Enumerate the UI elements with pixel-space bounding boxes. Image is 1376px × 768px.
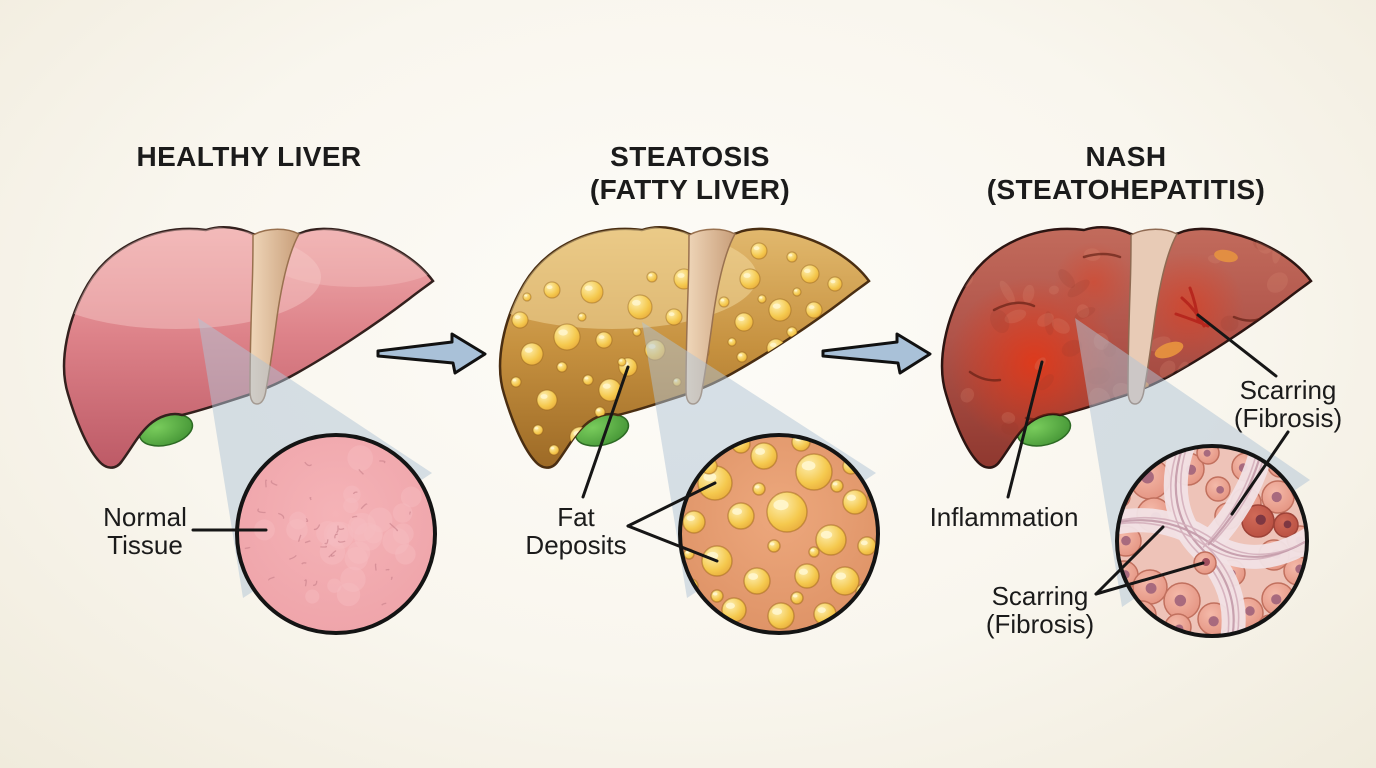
fibrosis-inset bbox=[1115, 444, 1309, 638]
title-line: HEALTHY LIVER bbox=[136, 141, 362, 172]
fibrosis-scar-mark bbox=[1174, 286, 1210, 328]
annotation-line: (Fibrosis) bbox=[985, 609, 1095, 639]
fat-deposits-inset bbox=[678, 433, 880, 635]
annotation-line: Normal bbox=[103, 502, 187, 532]
annotation-inflammation: Inflammation bbox=[930, 503, 1079, 531]
pointer-scarring-liver bbox=[1196, 313, 1278, 378]
subtitle-line: (STEATOHEPATITIS) bbox=[986, 174, 1266, 205]
pointer-fat-inset-upper bbox=[626, 481, 717, 528]
annotation-normal-tissue: Normal Tissue bbox=[103, 503, 187, 559]
annotation-fat-deposits: Fat Deposits bbox=[525, 503, 626, 559]
pointer-inflammation bbox=[1006, 360, 1044, 499]
title-line: NASH bbox=[1085, 141, 1167, 172]
pointer-scarring-inset bbox=[1230, 430, 1290, 516]
annotation-line: Fat bbox=[557, 502, 595, 532]
progression-arrow-1 bbox=[376, 332, 487, 375]
pointer-fibrosis-lower bbox=[1094, 561, 1205, 596]
annotation-line: Scarring bbox=[991, 581, 1089, 611]
annotation-scarring-tissue: Scarring (Fibrosis) bbox=[986, 582, 1094, 638]
annotation-line: Scarring bbox=[1239, 375, 1337, 405]
annotation-line: Tissue bbox=[107, 530, 183, 560]
pointer-fat-liver bbox=[581, 365, 630, 499]
panel-title-healthy: HEALTHY LIVER bbox=[136, 140, 361, 173]
title-line: STEATOSIS bbox=[610, 141, 770, 172]
subtitle-line: (FATTY LIVER) bbox=[589, 174, 791, 205]
pointer-fibrosis-upper bbox=[1094, 525, 1165, 596]
annotation-line: (Fibrosis) bbox=[1233, 403, 1343, 433]
progression-arrow-2 bbox=[821, 332, 932, 375]
pointer-fat-inset-lower bbox=[626, 524, 719, 563]
panel-title-steatosis: STEATOSIS (FATTY LIVER) bbox=[590, 140, 790, 206]
annotation-line: Deposits bbox=[525, 530, 627, 560]
annotation-scarring-liver: Scarring (Fibrosis) bbox=[1234, 376, 1342, 432]
panel-title-nash: NASH (STEATOHEPATITIS) bbox=[987, 140, 1266, 206]
annotation-line: Inflammation bbox=[929, 502, 1079, 532]
normal-tissue-inset bbox=[235, 433, 437, 635]
